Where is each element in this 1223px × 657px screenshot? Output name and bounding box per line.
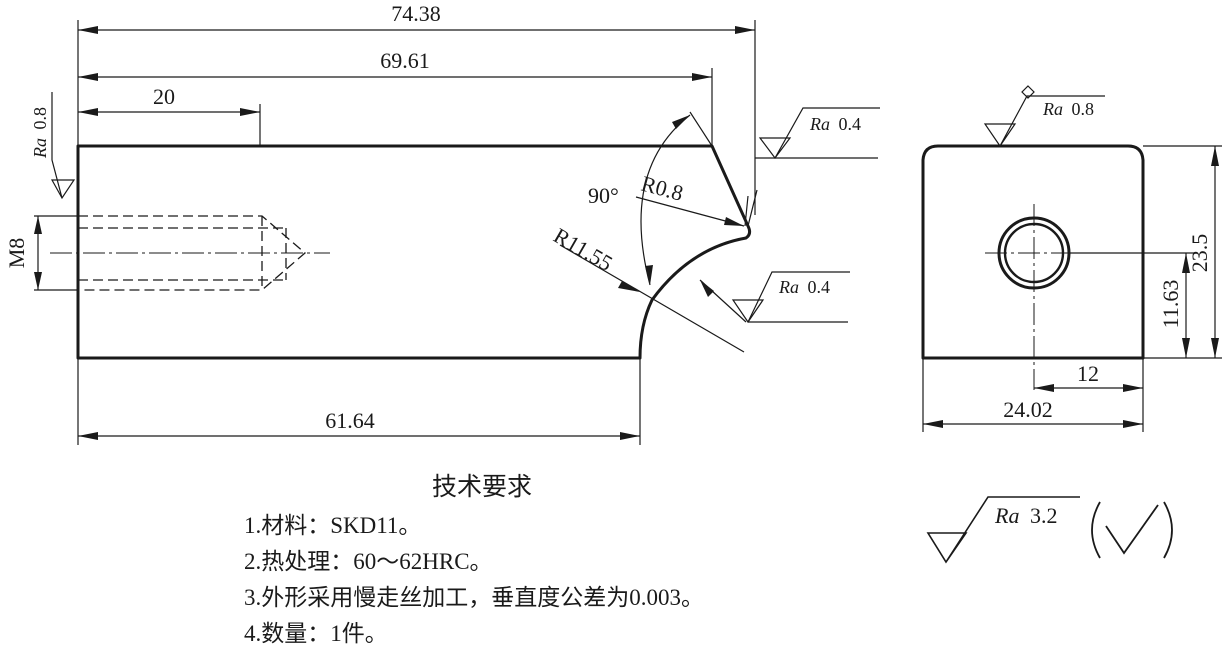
dim-top-length: 69.61 xyxy=(78,48,712,81)
roughness-arc-face: Ra 0.4 xyxy=(699,271,850,324)
front-view: 74.38 69.61 20 61.64 M8 xyxy=(4,1,880,445)
check-mark-symbol xyxy=(1105,504,1159,555)
notes-title: 技术要求 xyxy=(432,474,533,501)
roughness-arc-symbol: Ra xyxy=(778,277,799,297)
roughness-left-value: 0.8 xyxy=(30,107,50,130)
roughness-left-face: Ra 0.8 xyxy=(30,92,76,200)
roughness-left-symbol: Ra xyxy=(30,138,50,159)
technical-requirements: 技术要求 1.材料：SKD11。 2.热处理：60～62HRC。 3.外形采用慢… xyxy=(244,472,884,652)
dim-overall-length: 74.38 xyxy=(78,1,755,34)
dim-thread: M8 xyxy=(4,215,78,291)
side-view-outline xyxy=(921,144,1145,360)
dim-angle: 90° xyxy=(588,111,713,286)
dim-fillet-large: R11.55 xyxy=(550,223,745,353)
hole-centerlines xyxy=(985,204,1083,390)
dim-hole-depth: 20 xyxy=(78,84,260,116)
dim-text-fillet-large: R11.55 xyxy=(550,223,617,276)
note-item-heat-treatment: 2.热处理：60～62HRC。 xyxy=(244,549,493,574)
svg-text:Ra 0.4: Ra 0.4 xyxy=(809,114,861,134)
roughness-top-face: Ra 0.8 xyxy=(983,85,1105,148)
general-roughness-symbol: Ra xyxy=(994,503,1019,528)
dim-hole-height: 11.63 xyxy=(1158,253,1190,358)
dim-bottom-length: 61.64 xyxy=(78,408,640,440)
paren-left xyxy=(1091,501,1101,559)
general-roughness-value: 3.2 xyxy=(1030,503,1058,528)
dim-text-overall-length: 74.38 xyxy=(391,1,441,26)
roughness-arc-value: 0.4 xyxy=(808,277,831,297)
dim-hole-offset: 12 xyxy=(1034,361,1143,392)
note-item-material: 1.材料：SKD11。 xyxy=(244,513,422,538)
dim-side-width: 24.02 xyxy=(923,397,1143,428)
roughness-upper-symbol: Ra xyxy=(809,114,830,134)
dim-text-side-height: 23.5 xyxy=(1187,234,1212,273)
svg-text:Ra 3.2: Ra 3.2 xyxy=(994,503,1057,528)
paren-right xyxy=(1163,501,1173,559)
dim-text-hole-depth: 20 xyxy=(153,84,175,109)
side-view: 23.5 11.63 12 24.02 Ra xyxy=(921,85,1222,432)
dim-text-top-length: 69.61 xyxy=(380,48,430,73)
dim-side-height: 23.5 xyxy=(1187,146,1219,358)
general-roughness: Ra 3.2 xyxy=(926,496,1173,564)
roughness-top-value: 0.8 xyxy=(1072,99,1095,119)
roughness-upper-tip: Ra 0.4 xyxy=(744,107,880,227)
dim-text-hole-height: 11.63 xyxy=(1158,280,1183,329)
dim-text-bottom-length: 61.64 xyxy=(325,408,375,433)
front-view-outline xyxy=(76,144,752,360)
extension-lines xyxy=(77,20,756,445)
dim-text-hole-offset: 12 xyxy=(1077,361,1099,386)
roughness-upper-value: 0.4 xyxy=(839,114,862,134)
note-item-quantity: 4.数量：1件。 xyxy=(244,621,388,646)
svg-text:Ra 0.4: Ra 0.4 xyxy=(778,277,830,297)
dim-text-side-width: 24.02 xyxy=(1003,397,1053,422)
note-item-machining: 3.外形采用慢走丝加工，垂直度公差为0.003。 xyxy=(244,585,704,610)
dim-fillet-small: R0.8 xyxy=(635,171,745,227)
side-extension-lines xyxy=(922,145,1222,432)
svg-text:Ra 0.8: Ra 0.8 xyxy=(30,107,50,159)
dim-text-fillet-small: R0.8 xyxy=(639,171,686,206)
roughness-top-symbol: Ra xyxy=(1042,99,1063,119)
threaded-hole xyxy=(50,215,330,291)
svg-text:Ra 0.8: Ra 0.8 xyxy=(1042,99,1094,119)
dim-text-thread: M8 xyxy=(4,238,29,269)
dim-text-angle: 90° xyxy=(588,183,619,208)
